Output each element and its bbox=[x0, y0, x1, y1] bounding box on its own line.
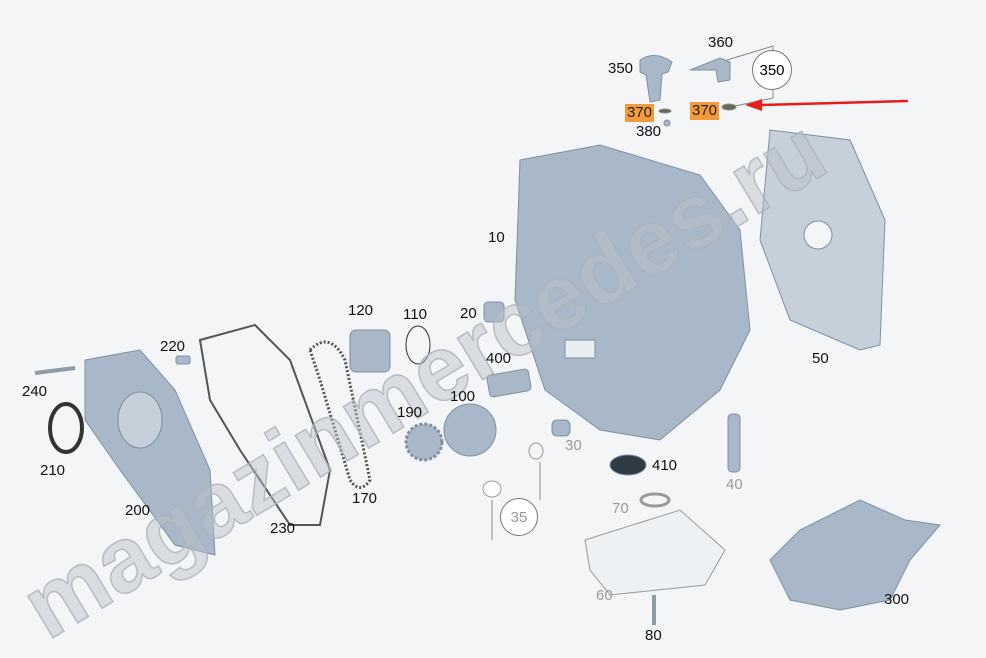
arrow-indicator bbox=[759, 99, 909, 107]
part-410 bbox=[609, 454, 647, 476]
label-70[interactable]: 70 bbox=[612, 500, 629, 517]
label-240[interactable]: 240 bbox=[22, 383, 48, 400]
part-370b bbox=[721, 103, 737, 111]
part-35-ring2 bbox=[482, 480, 502, 498]
label-30[interactable]: 30 bbox=[565, 437, 582, 454]
part-220 bbox=[175, 355, 191, 365]
label-170[interactable]: 170 bbox=[352, 490, 378, 507]
part-20 bbox=[483, 301, 505, 323]
part-70 bbox=[639, 492, 671, 508]
label-80[interactable]: 80 bbox=[645, 627, 662, 644]
part-190-gear bbox=[404, 422, 444, 462]
label-50[interactable]: 50 bbox=[812, 350, 829, 367]
part-10-window bbox=[564, 339, 596, 359]
group-callout-350[interactable]: 350 bbox=[752, 50, 792, 90]
label-200[interactable]: 200 bbox=[125, 502, 151, 519]
part-360 bbox=[689, 57, 731, 83]
part-300 bbox=[769, 499, 941, 611]
label-230[interactable]: 230 bbox=[270, 520, 296, 537]
label-410[interactable]: 410 bbox=[652, 457, 678, 474]
part-210-seal bbox=[48, 402, 84, 454]
label-360[interactable]: 360 bbox=[708, 34, 734, 51]
label-220[interactable]: 220 bbox=[160, 338, 186, 355]
label-60[interactable]: 60 bbox=[596, 587, 613, 604]
part-40 bbox=[727, 413, 741, 473]
label-400[interactable]: 400 bbox=[486, 350, 512, 367]
part-350 bbox=[639, 55, 673, 103]
label-370-highlighted-2[interactable]: 370 bbox=[690, 102, 720, 120]
label-350[interactable]: 350 bbox=[608, 60, 634, 77]
group-callout-35[interactable]: 35 bbox=[500, 498, 538, 536]
label-370-highlighted[interactable]: 370 bbox=[625, 104, 655, 122]
part-200-cover bbox=[84, 349, 216, 556]
part-120 bbox=[349, 329, 391, 373]
label-110[interactable]: 110 bbox=[403, 306, 427, 323]
label-20[interactable]: 20 bbox=[460, 305, 477, 322]
label-120[interactable]: 120 bbox=[348, 302, 374, 319]
label-380[interactable]: 380 bbox=[636, 123, 662, 140]
arrow-head bbox=[745, 99, 762, 111]
label-10[interactable]: 10 bbox=[488, 229, 505, 246]
label-300[interactable]: 300 bbox=[884, 591, 910, 608]
part-10-housing bbox=[514, 144, 751, 441]
part-60 bbox=[584, 509, 726, 596]
part-110-oring bbox=[405, 325, 431, 365]
part-100 bbox=[443, 403, 497, 457]
part-170-chain bbox=[308, 340, 372, 489]
label-100[interactable]: 100 bbox=[450, 388, 476, 405]
part-30 bbox=[551, 419, 571, 437]
part-380 bbox=[663, 119, 671, 127]
label-40[interactable]: 40 bbox=[726, 476, 743, 493]
part-230-gasket bbox=[198, 323, 332, 526]
part-370a bbox=[658, 108, 672, 114]
label-190[interactable]: 190 bbox=[397, 404, 423, 421]
part-400 bbox=[486, 368, 532, 398]
label-210[interactable]: 210 bbox=[40, 462, 66, 479]
part-240-bolt bbox=[34, 366, 76, 375]
part-35-ring bbox=[528, 442, 544, 460]
